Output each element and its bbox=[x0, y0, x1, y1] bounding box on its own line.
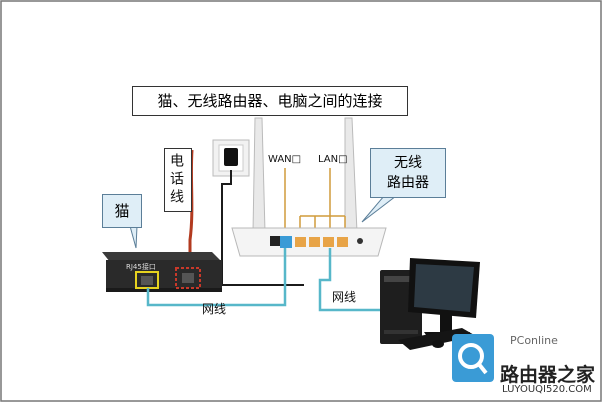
router-callout-pointer bbox=[361, 195, 398, 223]
diagram-title: 猫、无线路由器、电脑之间的连接 bbox=[132, 86, 408, 116]
wan-box-icon: □ bbox=[291, 154, 302, 165]
phone-line-label-box: 电话线 bbox=[164, 148, 192, 212]
socket-cable bbox=[221, 170, 304, 286]
brand-site-cn: 路由器之家 bbox=[500, 364, 596, 386]
lan-label-text: LAN bbox=[318, 154, 339, 165]
lan-label: LAN□ bbox=[318, 154, 348, 165]
network-cable-router-pc bbox=[318, 248, 398, 312]
network-cable-label-2: 网线 bbox=[332, 290, 357, 304]
router-antennas bbox=[252, 117, 358, 233]
pconline-logo-icon bbox=[452, 334, 494, 382]
router-callout-label: 无线 路由器 bbox=[387, 155, 429, 191]
brand-pconline: PConline bbox=[510, 334, 558, 347]
router-callout: 无线 路由器 bbox=[370, 148, 446, 198]
wan-label: WAN□ bbox=[268, 154, 301, 165]
pc-keyboard bbox=[398, 328, 476, 350]
modem-callout-pointer bbox=[129, 225, 138, 249]
router-body bbox=[231, 227, 387, 257]
phone-line-label: 电话线 bbox=[168, 153, 184, 207]
rj45-label: RJ45接口 bbox=[126, 263, 156, 271]
network-cable-modem-router bbox=[146, 248, 287, 307]
pc-monitor bbox=[408, 258, 480, 338]
modem-body bbox=[102, 252, 222, 292]
network-cable-label-1: 网线 bbox=[202, 302, 227, 316]
wan-label-text: WAN bbox=[268, 154, 292, 165]
router-port-guides bbox=[284, 168, 346, 236]
brand-site-url: LUYOUQI520.COM bbox=[502, 384, 592, 395]
lan-box-icon: □ bbox=[338, 154, 348, 165]
modem-callout: 猫 bbox=[102, 194, 142, 228]
